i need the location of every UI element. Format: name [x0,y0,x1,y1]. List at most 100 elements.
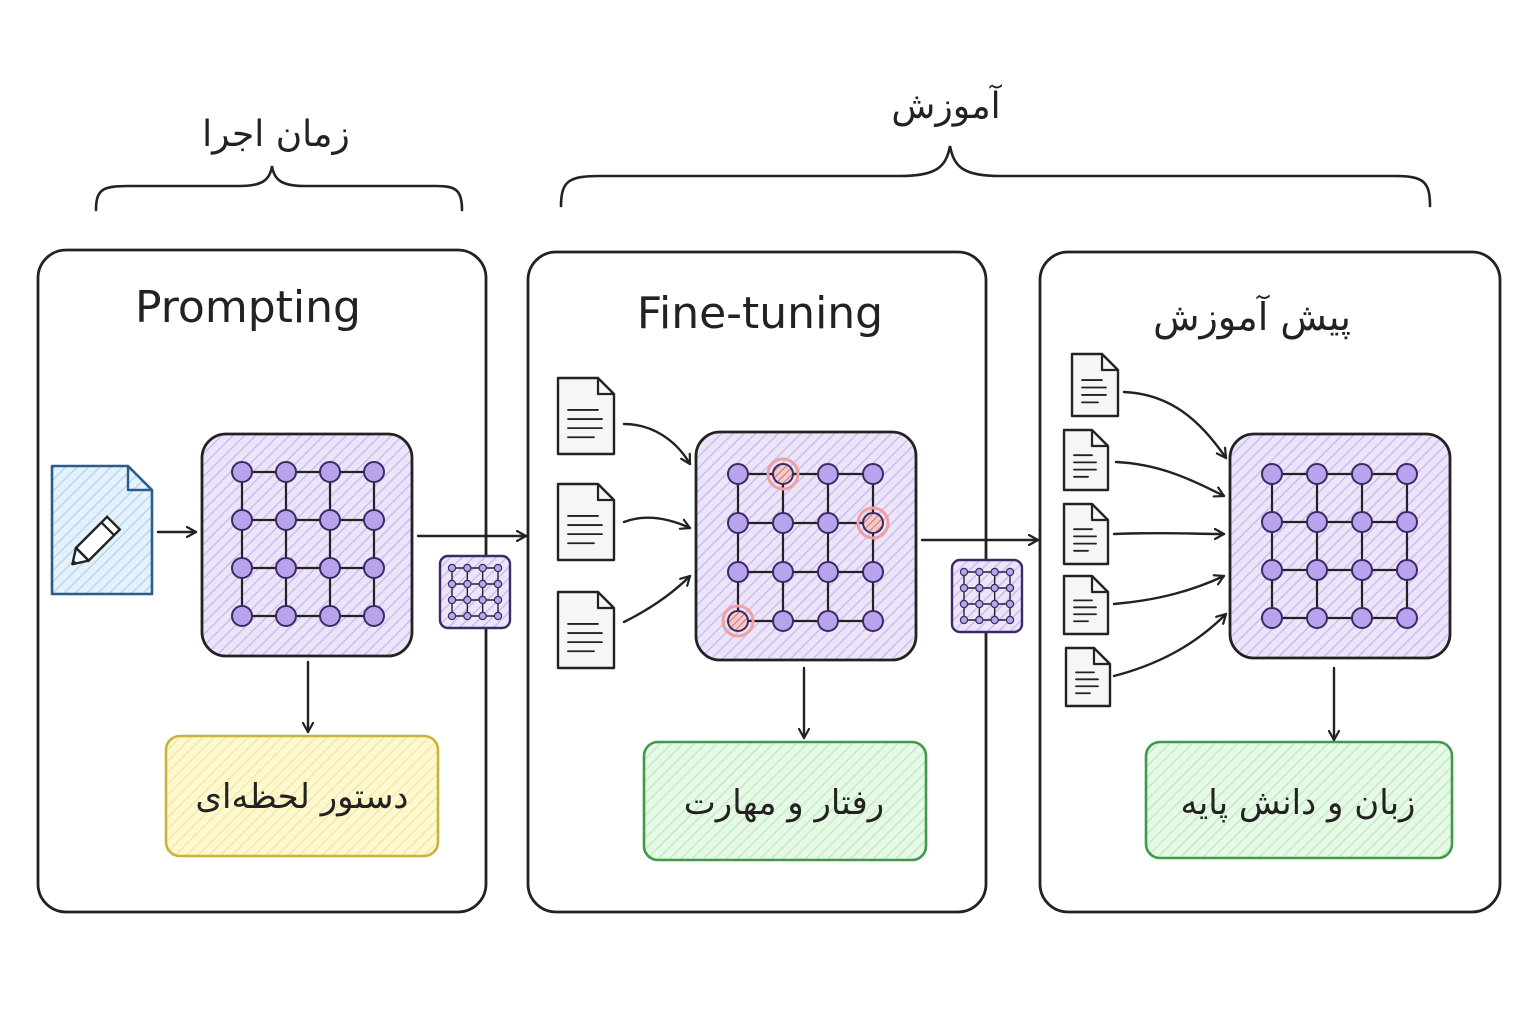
network-node [1396,511,1418,533]
document-icon [1062,574,1110,636]
mini-network-node [478,579,487,589]
network-node [772,561,794,583]
prompting-result-box [164,734,440,858]
network-node [1396,607,1418,629]
mini-network-node [493,563,503,573]
network-box [694,430,918,662]
arrows [156,390,1334,742]
mini-network-node [447,579,457,589]
updated-node [862,512,884,534]
network-node [1351,559,1373,581]
network-node [231,557,253,579]
pt-doc-arrow [1122,390,1228,460]
mini-network-node [990,615,999,625]
runtime-group-label: زمان اجرا [202,114,350,155]
network-box [200,432,414,658]
network-node [1396,463,1418,485]
document-icon [1062,502,1110,566]
network-node [231,509,253,531]
network-node [275,605,297,627]
finetuning-network [694,430,918,662]
ft-doc-arrow [622,516,692,528]
network-node [817,561,839,583]
mini-network-icon [950,558,1024,634]
network-node [727,463,749,485]
network-node [1351,463,1373,485]
mini-network-node [1005,599,1015,609]
pt-doc-arrow [1112,533,1226,534]
network-node [1351,511,1373,533]
mini-network-node [975,599,984,609]
network-node [363,605,385,627]
prompting-title: Prompting [135,282,361,333]
mini-network-node [990,583,999,593]
network-node [363,557,385,579]
mini-network-node [478,595,487,605]
network-node [862,561,884,583]
mini-network-node [1005,567,1015,577]
mini-network-node [463,595,472,605]
network-node [1261,559,1283,581]
finetuning-result-label: رفتار و مهارت [684,783,884,823]
network-node [1396,559,1418,581]
network-node [319,557,341,579]
network-node [275,461,297,483]
updated-node [772,463,794,485]
document-icon [556,482,616,562]
pretraining-network [1228,432,1452,660]
document-icon [556,376,616,456]
pt-doc-arrow [1112,612,1228,678]
mini-network-node [959,567,969,577]
mini-network-node [990,567,999,577]
network-node [1351,607,1373,629]
prompting-network [200,432,414,658]
pretraining-title: پیش آموزش [1153,294,1351,340]
mini-network-node [959,615,969,625]
pencil-document-icon [50,464,154,596]
network-node [319,605,341,627]
training-group-label: آموزش [891,83,1002,127]
network-node [1306,607,1328,629]
mini-network-node [990,599,999,609]
runtime-bracket [94,165,464,212]
mini-network-node [493,595,503,605]
network-node [319,461,341,483]
mini-network-node [493,579,503,589]
mini-network-box [950,558,1024,634]
network-node [862,610,884,632]
mini-network-node [447,595,457,605]
mini-network-node [478,611,487,621]
network-node [727,561,749,583]
mini-network-node [447,563,457,573]
finetuning-result-box [642,740,928,862]
network-node [363,461,385,483]
mini-network-box [438,554,512,630]
finetuning-title: Fine-tuning [637,288,883,339]
mini-network-node [1005,615,1015,625]
mini-network-icon [438,554,512,630]
mini-network-node [975,567,984,577]
pretraining-result-label: زبان و دانش پایه [1181,783,1416,823]
network-node [231,461,253,483]
prompting-result-label: دستور لحظه‌ای [195,777,408,817]
updated-node-halo [766,457,800,491]
network-node [817,463,839,485]
network-node [363,509,385,531]
network-node [1306,463,1328,485]
network-node [1261,463,1283,485]
mini-network-node [463,611,472,621]
network-node [772,512,794,534]
network-node [1261,511,1283,533]
document-icon [1070,352,1120,418]
network-node [727,512,749,534]
mini-network-node [975,583,984,593]
network-node [1261,607,1283,629]
updated-node [727,610,749,632]
mini-network-node [478,563,487,573]
pretraining-result-box [1144,740,1454,860]
network-node [1306,511,1328,533]
updated-node-halo [721,604,755,638]
document-set [556,352,1120,708]
pt-doc-arrow [1112,576,1226,606]
